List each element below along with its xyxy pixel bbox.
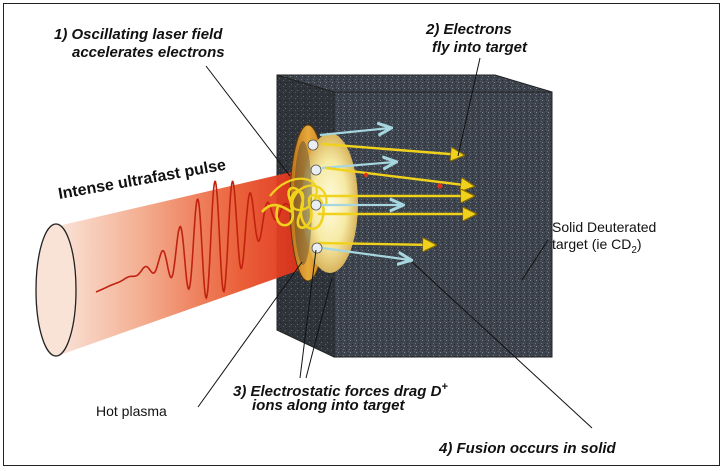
electron-arrow-1: [321, 142, 462, 155]
ion-arrow-4: [321, 246, 410, 260]
laser-beam-cone: [58, 170, 300, 355]
step3-label-prefix: 3) Electrostatic forces drag D: [233, 383, 442, 400]
ion-sphere-1: [307, 139, 319, 151]
target-label-prefix: target (ie CD: [552, 236, 632, 252]
electron-dot-1: [437, 183, 443, 189]
laser-wave: [95, 180, 291, 300]
electron-arrow-2: [325, 166, 472, 186]
target-label-suffix: ): [636, 236, 642, 252]
target-block-front-face: [333, 91, 553, 358]
target-label-subscript: 2: [631, 244, 637, 256]
leader-step4: [411, 261, 593, 429]
diagram-frame: [3, 3, 720, 466]
step3-label-line1: 3) Electrostatic forces drag D+: [233, 379, 448, 400]
electron-tangle: [260, 186, 325, 231]
laser-beam-end-ellipse: [35, 223, 77, 357]
electron-arrow-5: [317, 243, 434, 245]
ion-sphere-4: [311, 242, 323, 254]
target-label-line1: Solid Deuterated: [552, 219, 657, 235]
step2-label-line1: 2) Electrons: [426, 21, 512, 38]
step1-label-line2: accelerates electrons: [72, 44, 225, 61]
ion-sphere-2: [310, 164, 322, 176]
electron-tangle-2: [269, 177, 328, 212]
step3-label-line2: ions along into target: [252, 397, 405, 414]
leader-step1: [205, 65, 291, 177]
leader-step3a: [299, 249, 317, 379]
ion-sphere-3: [310, 199, 322, 211]
step4-label: 4) Fusion occurs in solid: [439, 440, 616, 457]
leader-step2: [457, 57, 481, 157]
leader-target: [521, 239, 549, 281]
leader-hot-plasma: [197, 261, 303, 408]
step2-label-line2: fly into target: [432, 39, 528, 56]
ion-arrow-2: [321, 162, 395, 168]
leader-step3b: [305, 277, 333, 379]
step3-label-superscript: +: [441, 381, 448, 393]
target-label-line2: target (ie CD2): [552, 236, 642, 259]
electron-dot-2: [363, 172, 369, 178]
ion-arrow-1: [319, 128, 390, 135]
hot-plasma-label: Hot plasma: [96, 403, 167, 419]
step1-label-line1: 1) Oscillating laser field: [54, 26, 223, 43]
